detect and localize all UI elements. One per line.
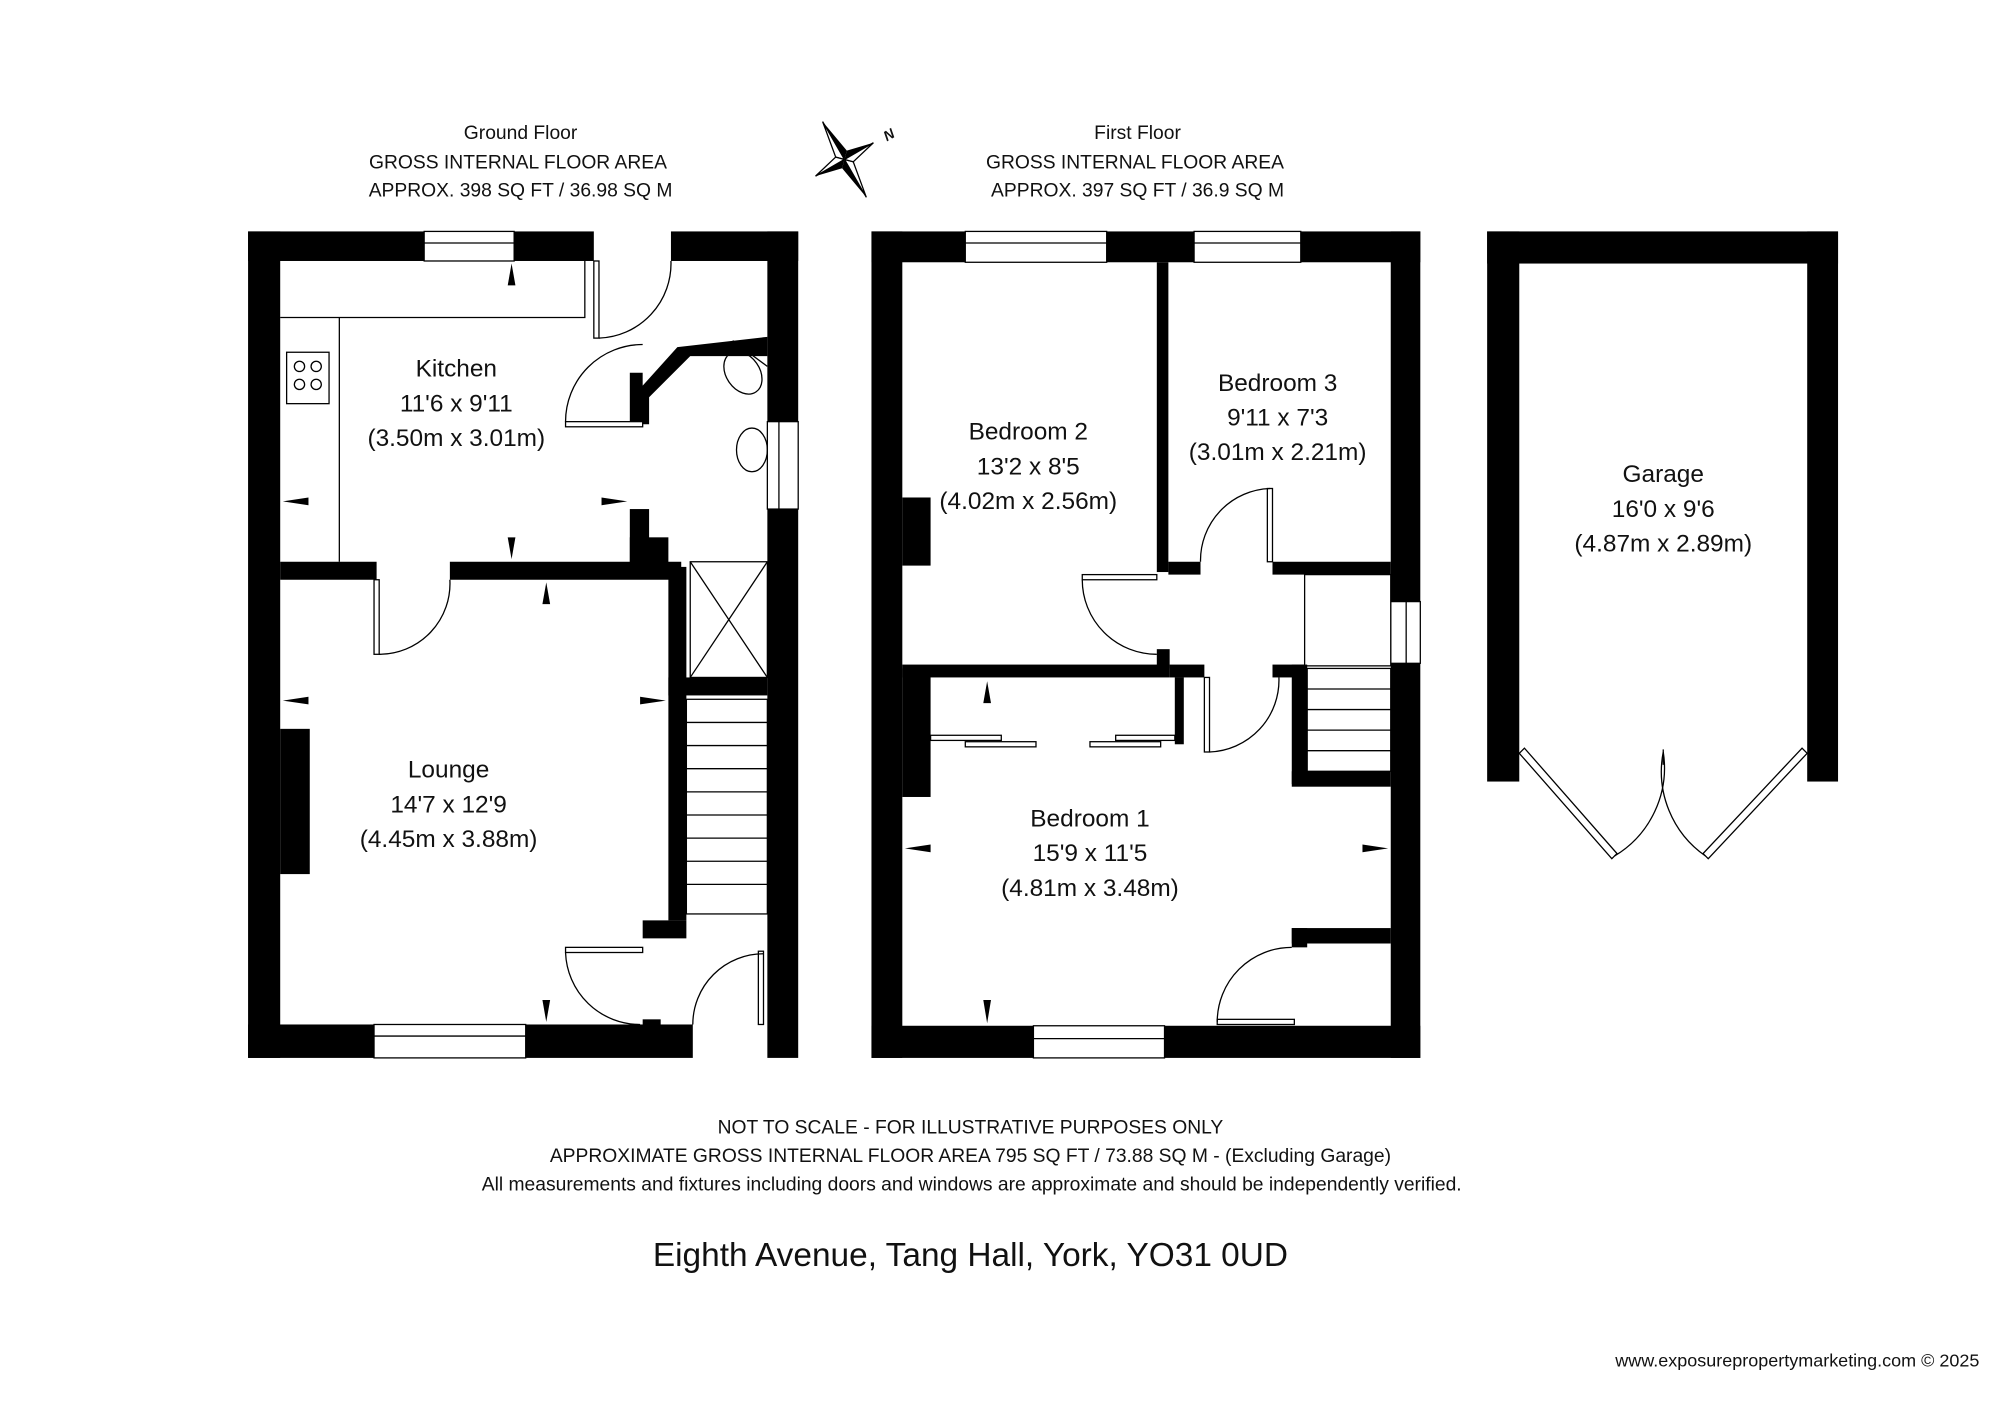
website-link[interactable]: www.exposurepropertymarketing.com © 2025 bbox=[1614, 1350, 1979, 1370]
kitchen-metric: (3.50m x 3.01m) bbox=[367, 425, 545, 452]
ground-floor-header: Ground Floor GROSS INTERNAL FLOOR AREA A… bbox=[369, 123, 673, 202]
garage-plan: Garage 16'0 x 9'6 (4.87m x 2.89m) bbox=[1487, 231, 1839, 860]
bedroom-1-metric: (4.81m x 3.48m) bbox=[1001, 875, 1179, 902]
total-area-text: APPROXIMATE GROSS INTERNAL FLOOR AREA 79… bbox=[550, 1146, 1391, 1167]
bedroom-2-imperial: 13'2 x 8'5 bbox=[977, 453, 1080, 480]
disclaimer-text: NOT TO SCALE - FOR ILLUSTRATIVE PURPOSES… bbox=[718, 1118, 1224, 1139]
first-floor-area-value: APPROX. 397 SQ FT / 36.9 SQ M bbox=[991, 181, 1284, 202]
bedroom-3-metric: (3.01m x 2.21m) bbox=[1189, 439, 1367, 466]
lounge-metric: (4.45m x 3.88m) bbox=[360, 826, 538, 853]
bedroom-2-name: Bedroom 2 bbox=[969, 419, 1088, 446]
property-address: Eighth Avenue, Tang Hall, York, YO31 0UD bbox=[653, 1237, 1288, 1274]
kitchen-imperial: 11'6 x 9'11 bbox=[400, 390, 513, 417]
first-floor-title: First Floor bbox=[1094, 123, 1181, 144]
compass-north-label: N bbox=[880, 125, 898, 144]
bedroom-2-metric: (4.02m x 2.56m) bbox=[939, 488, 1117, 515]
garage-metric: (4.87m x 2.89m) bbox=[1574, 530, 1752, 557]
first-floor-header: First Floor GROSS INTERNAL FLOOR AREA AP… bbox=[986, 123, 1284, 202]
lounge-imperial: 14'7 x 12'9 bbox=[390, 791, 507, 818]
first-floor-area-label: GROSS INTERNAL FLOOR AREA bbox=[986, 152, 1284, 173]
garage-name: Garage bbox=[1623, 461, 1704, 488]
ground-stairs bbox=[686, 721, 768, 886]
bedroom-3-name: Bedroom 3 bbox=[1218, 370, 1337, 397]
ground-floor-title: Ground Floor bbox=[464, 123, 578, 144]
bedroom-1-imperial: 15'9 x 11'5 bbox=[1033, 840, 1148, 867]
verification-text: All measurements and fixtures including … bbox=[482, 1174, 1462, 1195]
ground-floor-area-value: APPROX. 398 SQ FT / 36.98 SQ M bbox=[369, 181, 673, 202]
ground-floor-area-label: GROSS INTERNAL FLOOR AREA bbox=[369, 152, 667, 173]
first-floor-plan: Bedroom 2 13'2 x 8'5 (4.02m x 2.56m) Bed… bbox=[871, 230, 1421, 1059]
lounge-name: Lounge bbox=[408, 757, 489, 784]
garage-imperial: 16'0 x 9'6 bbox=[1612, 496, 1715, 523]
compass-north-icon bbox=[815, 121, 874, 198]
bedroom-1-name: Bedroom 1 bbox=[1030, 806, 1149, 833]
kitchen-name: Kitchen bbox=[416, 356, 497, 383]
footer: NOT TO SCALE - FOR ILLUSTRATIVE PURPOSES… bbox=[482, 1118, 1980, 1371]
bedroom-3-imperial: 9'11 x 7'3 bbox=[1227, 405, 1328, 432]
ground-floor-plan: Kitchen 11'6 x 9'11 (3.50m x 3.01m) Loun… bbox=[248, 230, 799, 1059]
